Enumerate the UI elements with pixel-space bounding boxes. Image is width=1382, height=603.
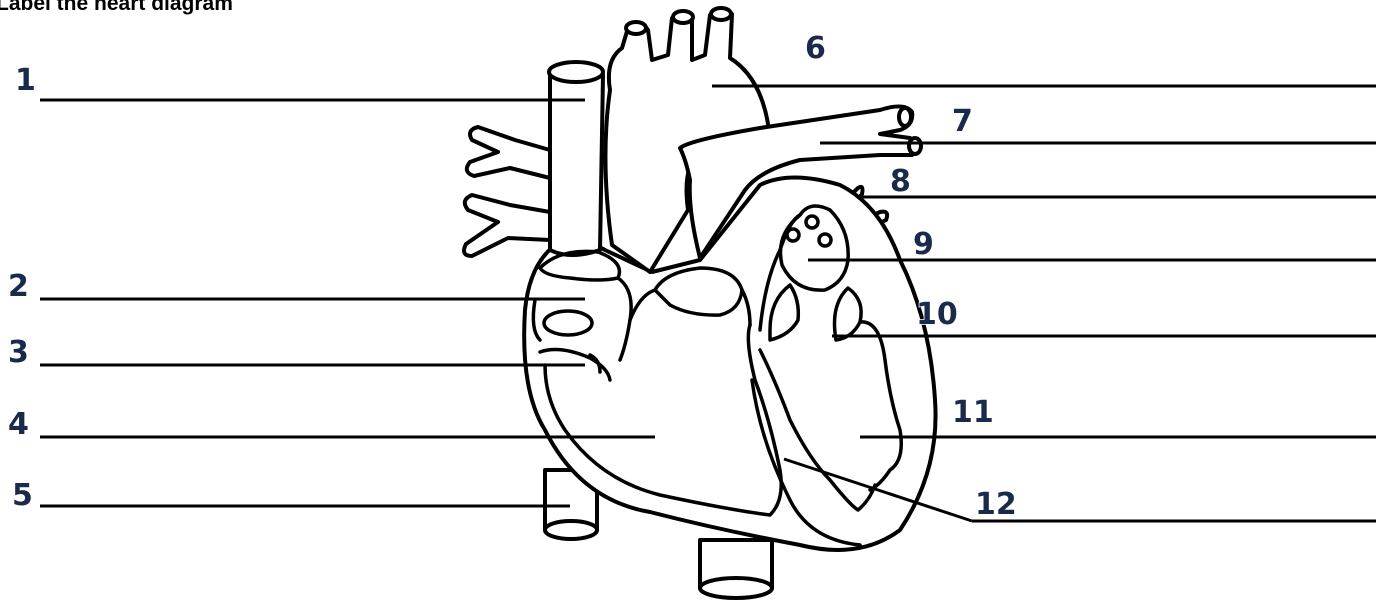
label-number-7: 7	[952, 104, 973, 139]
label-number-11: 11	[952, 395, 994, 430]
label-number-3: 3	[8, 335, 29, 370]
label-number-9: 9	[913, 227, 934, 262]
left-veins-upper	[467, 127, 550, 178]
label-number-1: 1	[15, 63, 36, 98]
superior-vena-cava	[550, 75, 603, 255]
label-number-4: 4	[8, 407, 29, 442]
left-veins-lower	[464, 195, 550, 256]
label-number-6: 6	[805, 31, 826, 66]
label-number-10: 10	[916, 297, 958, 332]
label-number-2: 2	[8, 269, 29, 304]
heart-illustration	[464, 8, 936, 598]
label-number-5: 5	[12, 478, 33, 513]
label-number-12: 12	[975, 487, 1017, 522]
label-number-8: 8	[890, 164, 911, 199]
